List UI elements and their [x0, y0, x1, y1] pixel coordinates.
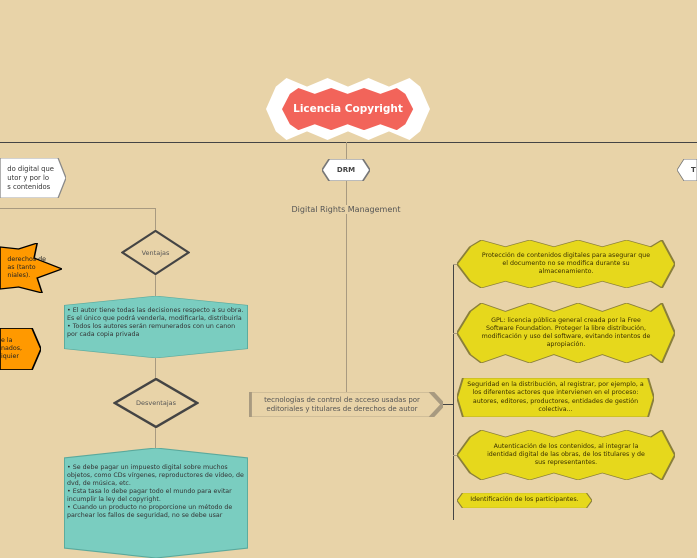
desventajas-node[interactable]: Desventajas: [113, 378, 199, 428]
ventajas-item: • El autor tiene todas las decisiones re…: [67, 307, 244, 322]
desventajas-item: • Se debe pagar un impuesto digital sobr…: [67, 464, 244, 487]
drm-item-text: Identificación de los participantes.: [470, 496, 579, 504]
drm-description: tecnologías de control de acceso usadas …: [264, 395, 420, 413]
left-orange-burst-text: derechos de as (tanto niales).: [7, 256, 46, 279]
drm-label: DRM: [336, 166, 356, 174]
left-connector-h: [0, 208, 156, 209]
item-tick: [453, 333, 459, 334]
left-description: do digital que utor y por lo s contenido…: [7, 164, 54, 191]
main-horizontal-line: [0, 142, 697, 143]
right-branch-node[interactable]: T: [677, 159, 697, 181]
drm-item-text: Protección de contenidos digitales para …: [481, 251, 651, 276]
left-orange-hexagon[interactable]: e la nados, iquier: [0, 328, 41, 370]
left-orange-hex-text: e la nados, iquier: [1, 337, 22, 360]
item-tick: [453, 455, 459, 456]
central-topic[interactable]: Licencia Copyright: [266, 78, 430, 140]
desventajas-item: • Cuando un producto no proporcione un m…: [67, 504, 233, 519]
drm-subtitle: Digital Rights Management: [266, 205, 426, 214]
drm-description-node[interactable]: tecnologías de control de acceso usadas …: [249, 392, 443, 417]
ventajas-content[interactable]: • El autor tiene todas las decisiones re…: [64, 296, 248, 358]
item-tick: [453, 264, 459, 265]
drm-item-burst[interactable]: GPL: licencia pública general creada por…: [457, 303, 675, 363]
drm-item-text: Autenticación de los contenidos, al inte…: [487, 442, 645, 467]
drm-item-hexagon[interactable]: Seguridad en la distribución, al registr…: [457, 378, 654, 417]
drm-items-connector-h: [443, 404, 453, 405]
desventajas-label: Desventajas: [135, 399, 177, 407]
ventajas-node[interactable]: Ventajas: [121, 230, 190, 275]
desventajas-list: • Se debe pagar un impuesto digital sobr…: [64, 448, 248, 558]
burst-shape: [457, 430, 675, 480]
drm-connector: [346, 142, 347, 392]
central-topic-title: Licencia Copyright: [293, 103, 403, 115]
drm-item-burst[interactable]: Autenticación de los contenidos, al inte…: [457, 430, 675, 480]
desventajas-content[interactable]: • Se debe pagar un impuesto digital sobr…: [64, 448, 248, 558]
burst-shape: [457, 240, 675, 288]
desventajas-item: • Esta tasa lo debe pagar todo el mundo …: [67, 488, 232, 503]
left-connector-v: [155, 208, 156, 520]
drm-items-connector-v: [453, 264, 454, 520]
drm-item-text: Seguridad en la distribución, al registr…: [467, 381, 644, 413]
burst-shape: [457, 303, 675, 363]
drm-item-hexagon[interactable]: Identificación de los participantes.: [457, 493, 592, 508]
left-orange-burst[interactable]: derechos de as (tanto niales).: [0, 243, 62, 293]
ventajas-label: Ventajas: [141, 248, 170, 257]
drm-node[interactable]: DRM: [322, 159, 370, 181]
drm-item-text: GPL: licencia pública general creada por…: [481, 316, 651, 349]
title-burst-inner: [282, 87, 414, 131]
ventajas-item: • Todos los autores serán remunerados co…: [67, 323, 236, 338]
left-description-node[interactable]: do digital que utor y por lo s contenido…: [0, 158, 66, 198]
drm-item-burst[interactable]: Protección de contenidos digitales para …: [457, 240, 675, 288]
right-branch-label: T: [691, 166, 696, 174]
ventajas-list: • El autor tiene todas las decisiones re…: [64, 296, 248, 358]
